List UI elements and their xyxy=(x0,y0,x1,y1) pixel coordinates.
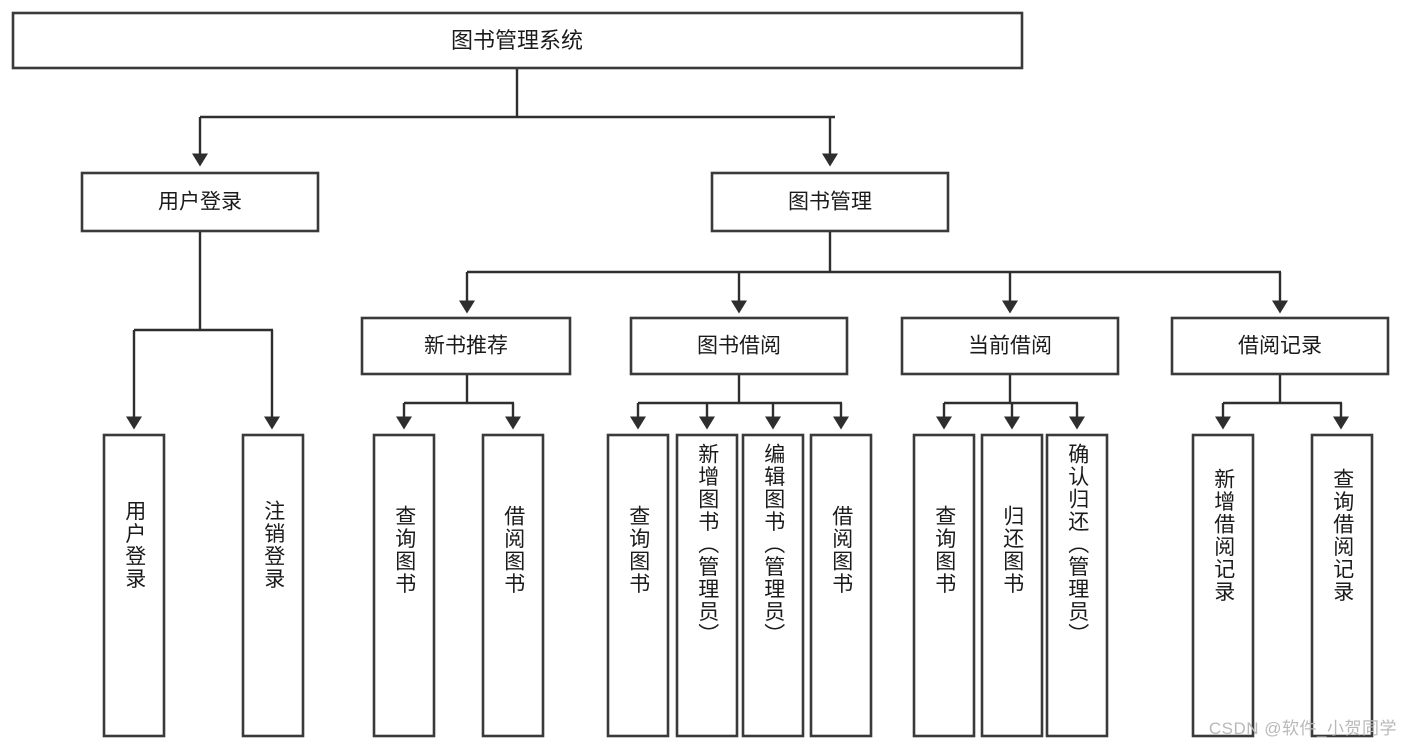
node-user-login-label: 用户登录 xyxy=(158,191,242,214)
node-leaf-query-record[interactable] xyxy=(1310,433,1374,738)
node-leaf-add-book[interactable] xyxy=(675,433,739,738)
node-leaf-add-record[interactable] xyxy=(1191,433,1255,738)
node-leaf-query-book-1[interactable] xyxy=(372,433,436,738)
watermark: CSDN @软件_小贺同学 xyxy=(1208,719,1397,738)
connector-newbook-to-leaves xyxy=(396,374,521,430)
node-book-manage[interactable]: 图书管理 xyxy=(710,171,950,233)
node-new-book-recommend[interactable]: 新书推荐 xyxy=(360,316,572,376)
node-leaf-query-book-3[interactable] xyxy=(912,433,976,738)
node-current-borrow[interactable]: 当前借阅 xyxy=(900,316,1120,376)
node-root-label: 图书管理系统 xyxy=(451,28,583,53)
node-leaf-confirm-return[interactable] xyxy=(1045,433,1109,738)
node-root[interactable]: 图书管理系统 xyxy=(11,11,1024,70)
node-leaf-return-book[interactable] xyxy=(980,433,1044,738)
node-current-borrow-label: 当前借阅 xyxy=(968,335,1052,358)
node-book-manage-label: 图书管理 xyxy=(788,191,872,214)
node-leaf-edit-book[interactable] xyxy=(741,433,805,738)
node-leaf-borrow-book-2[interactable] xyxy=(809,433,873,738)
node-leaf-borrow-book-1[interactable] xyxy=(481,433,545,738)
connector-currentborrow-to-leaves xyxy=(936,374,1085,430)
node-new-book-recommend-label: 新书推荐 xyxy=(424,335,508,358)
node-leaf-query-book-2[interactable] xyxy=(606,433,670,738)
node-borrow-record-label: 借阅记录 xyxy=(1238,335,1322,358)
connector-bookmanage-to-level2 xyxy=(459,231,1288,314)
node-user-login[interactable]: 用户登录 xyxy=(80,171,320,233)
connector-root-to-level1 xyxy=(192,68,838,167)
connector-userlogin-to-leaves xyxy=(126,231,280,430)
connector-bookborrow-to-leaves xyxy=(630,374,849,430)
node-leaf-logout[interactable] xyxy=(241,433,305,738)
node-borrow-record[interactable]: 借阅记录 xyxy=(1170,316,1390,376)
node-leaf-user-login[interactable] xyxy=(102,433,166,738)
node-book-borrow[interactable]: 图书借阅 xyxy=(629,316,849,376)
node-book-borrow-label: 图书借阅 xyxy=(697,335,781,358)
connector-borrowrecord-to-leaves xyxy=(1215,374,1349,430)
